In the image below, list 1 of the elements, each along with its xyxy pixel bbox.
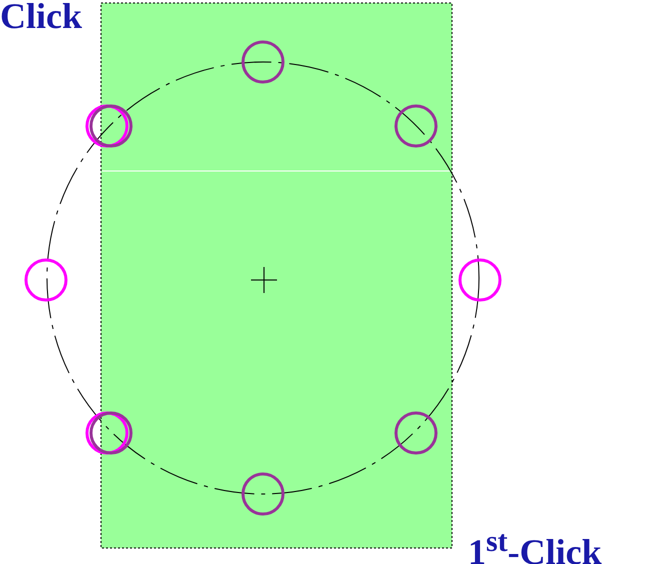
click-label: Click	[0, 0, 82, 36]
